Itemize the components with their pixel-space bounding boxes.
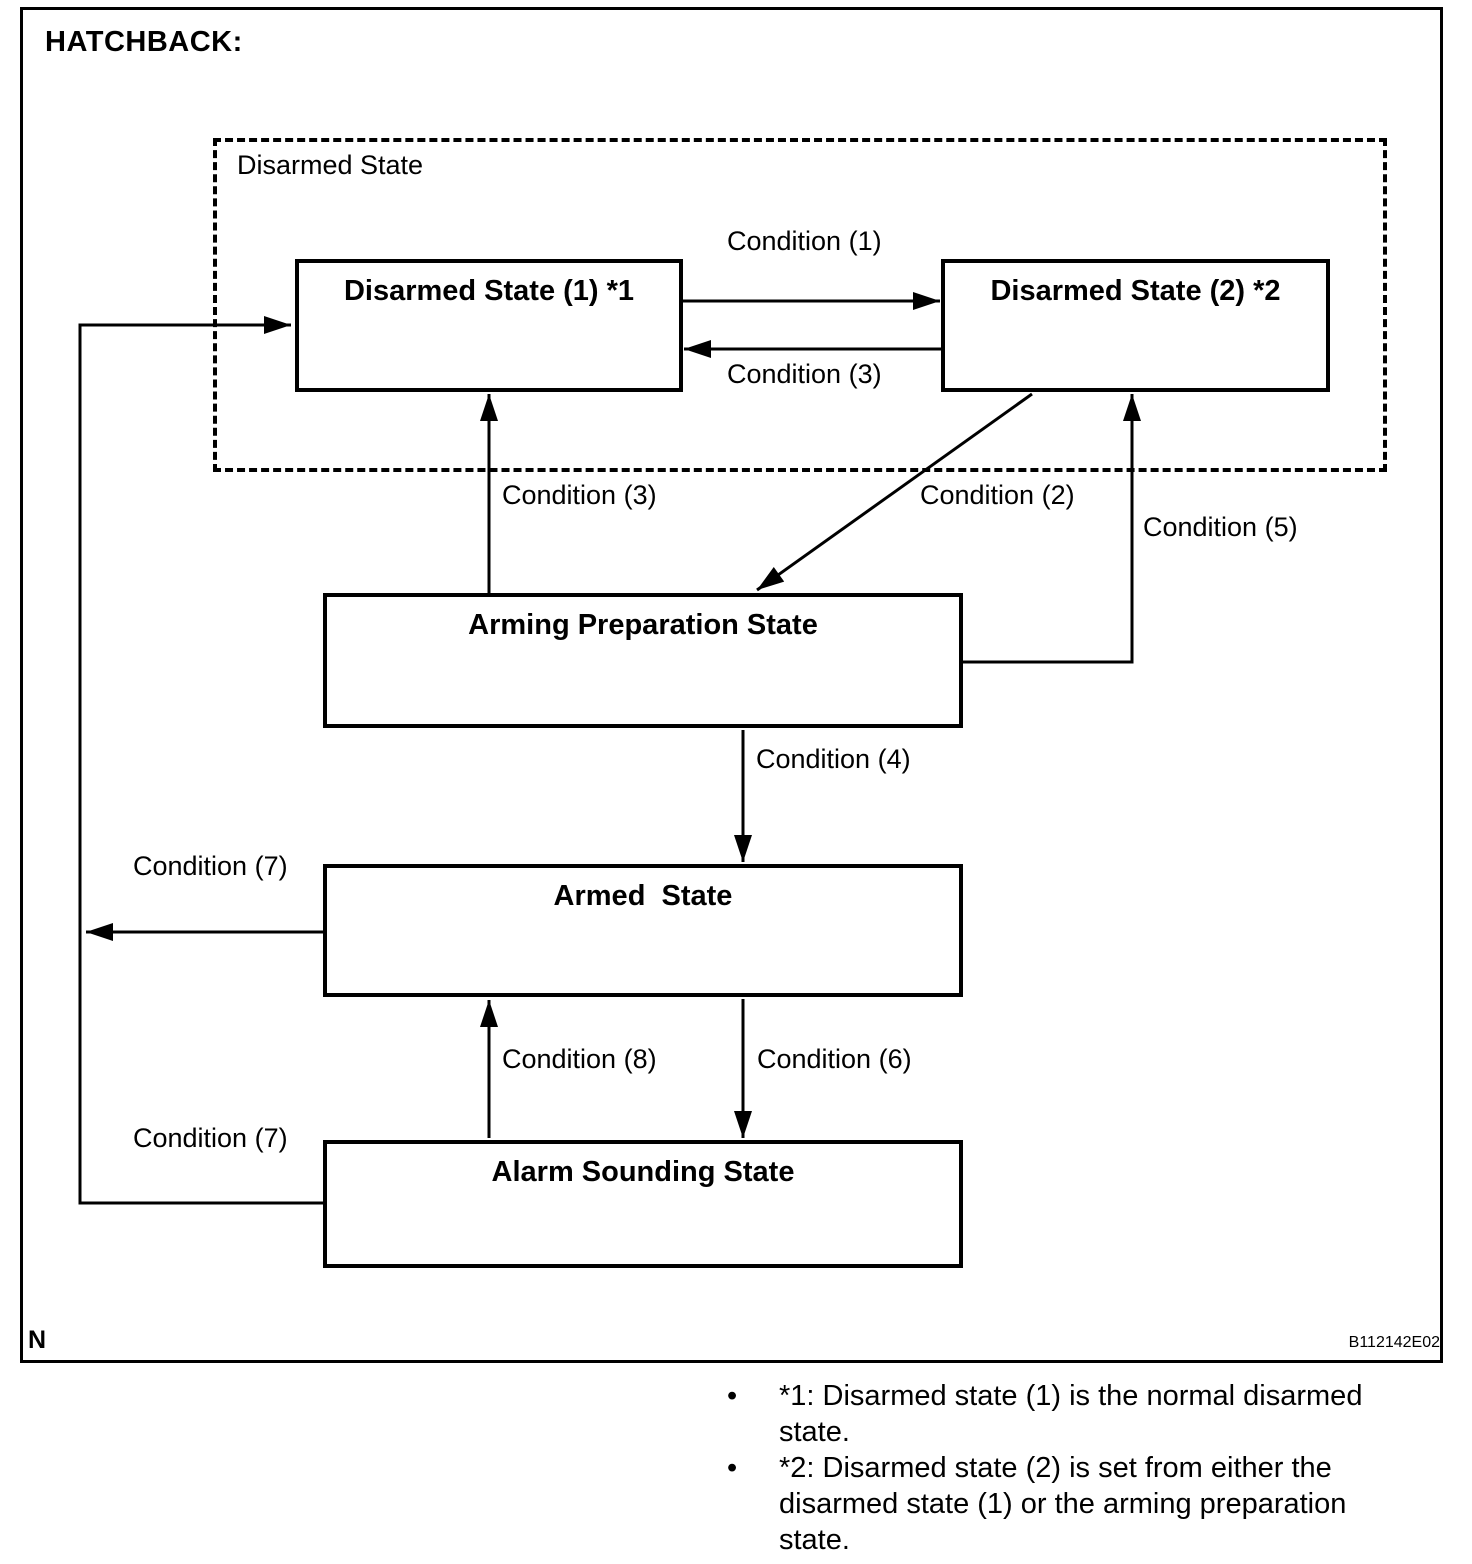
diagram-border [20,7,1443,1363]
figure-code: B112142E02 [1348,1334,1440,1351]
condition-1-label: Condition (1) [727,226,882,256]
footnote-1: • *1: Disarmed state (1) is the normal d… [727,1378,1447,1450]
disarmed-state-group-label: Disarmed State [237,150,424,180]
state-label-disarmed-1: Disarmed State (1) *1 [343,275,635,307]
bullet-icon: • [727,1452,738,1484]
bullet-icon: • [727,1380,738,1412]
footnote-1-line-2: state. [779,1416,850,1448]
state-box-armed: Armed State [323,864,963,997]
diagram-title: HATCHBACK: [45,26,243,58]
state-label-arming-preparation: Arming Preparation State [468,609,818,641]
footnote-1-line-1: *1: Disarmed state (1) is the normal dis… [779,1380,1363,1412]
footnote-2: • *2: Disarmed state (2) is set from eit… [727,1450,1447,1558]
condition-5-label: Condition (5) [1143,512,1298,542]
footnote-2-line-3: state. [779,1524,850,1556]
arrow-condition-2 [756,392,1033,592]
arrow-condition-7-return [78,316,323,1205]
condition-2-label: Condition (2) [920,480,1075,510]
state-box-alarm-sounding: Alarm Sounding State [323,1140,963,1268]
state-label-alarm-sounding: Alarm Sounding State [491,1156,795,1188]
state-box-disarmed-1: Disarmed State (1) *1 [295,259,683,392]
footnotes: • *1: Disarmed state (1) is the normal d… [727,1378,1447,1558]
state-box-arming-preparation: Arming Preparation State [323,593,963,728]
condition-7-armed-label: Condition (7) [133,851,288,881]
footnote-2-line-2: disarmed state (1) or the arming prepara… [779,1488,1347,1520]
condition-3-between-label: Condition (3) [727,359,882,389]
state-label-armed: Armed State [553,880,733,912]
state-box-disarmed-2: Disarmed State (2) *2 [941,259,1330,392]
disarmed-state-group-box [213,138,1387,472]
arrow-condition-5 [963,394,1141,664]
state-label-disarmed-2: Disarmed State (2) *2 [990,275,1281,307]
condition-8-label: Condition (8) [502,1044,657,1074]
condition-6-label: Condition (6) [757,1044,912,1074]
condition-3-up-label: Condition (3) [502,480,657,510]
note-marker: N [28,1326,47,1354]
footnote-2-line-1: *2: Disarmed state (2) is set from eithe… [779,1452,1332,1484]
condition-7-alarm-label: Condition (7) [133,1123,288,1153]
condition-4-label: Condition (4) [756,744,911,774]
